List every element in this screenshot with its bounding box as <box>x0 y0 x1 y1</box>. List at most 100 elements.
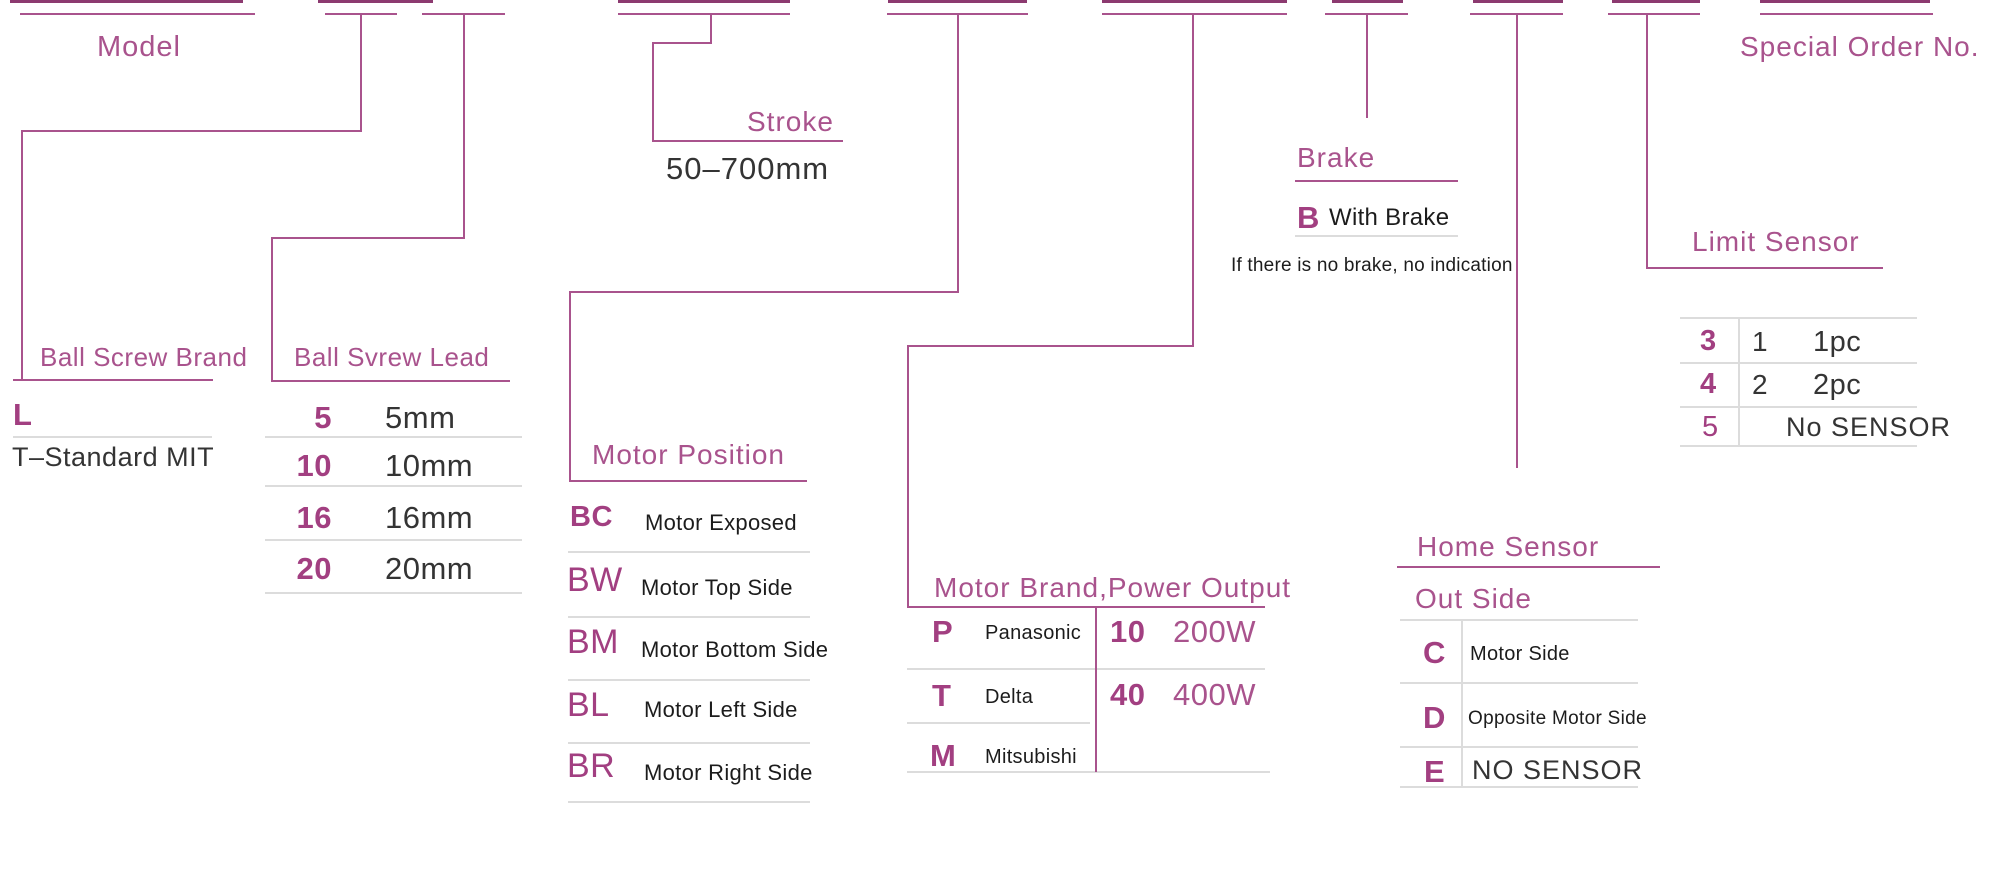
power-value: 400W <box>1173 677 1256 712</box>
brake-label: Brake <box>1297 142 1376 173</box>
divider <box>907 771 1270 773</box>
divider <box>907 722 1090 724</box>
motor-position-code: BM <box>567 623 619 661</box>
ball-screw-brand-underline <box>13 379 213 381</box>
divider <box>1400 682 1638 684</box>
connector-ball-screw-lead <box>463 13 465 239</box>
brake-code: B <box>1297 200 1320 235</box>
brand-code: M <box>930 738 957 773</box>
connector-ball-screw-brand <box>21 130 362 132</box>
connector-stroke <box>652 42 654 142</box>
home-sensor-desc: NO SENSOR <box>1472 755 1644 785</box>
motor-position-desc: Motor Left Side <box>644 697 798 722</box>
top-cropped-line <box>1760 0 1930 3</box>
home-sensor-underline <box>1397 566 1660 568</box>
top-cropped-line <box>1332 0 1403 3</box>
lead-code: 5 <box>314 400 332 435</box>
motor-position-desc: Motor Right Side <box>644 760 813 785</box>
divider <box>1680 445 1917 447</box>
connector-motor-position <box>957 13 959 293</box>
brand-code: T <box>932 678 952 713</box>
top-cropped-line <box>1473 0 1563 3</box>
stroke-range: 50–700mm <box>666 151 830 186</box>
brake-note: If there is no brake, no indication <box>1231 255 1513 276</box>
lead-code: 16 <box>296 500 332 535</box>
divider <box>1680 362 1917 364</box>
divider <box>1295 235 1458 237</box>
divider <box>1400 619 1638 621</box>
connector-ball-screw-lead <box>271 237 273 382</box>
brake-underline <box>1295 180 1458 182</box>
home-sensor-label: Home Sensor <box>1417 531 1600 562</box>
connector-ball-screw-brand <box>21 130 23 381</box>
motor-position-code: BC <box>570 501 613 533</box>
ball-screw-brand-code: L <box>13 397 33 432</box>
home-sensor-code: E <box>1424 754 1446 789</box>
motor-position-underline <box>569 480 807 482</box>
code-segment-special-order <box>1760 13 1933 15</box>
limit-desc: No SENSOR <box>1786 412 1952 442</box>
code-segment-limit-sensor <box>1608 13 1700 15</box>
top-cropped-line <box>318 0 433 3</box>
model-label: Model <box>97 31 181 63</box>
ball-screw-lead-underline <box>271 380 510 382</box>
column-divider <box>1461 619 1463 788</box>
limit-qty: 2 <box>1752 369 1769 400</box>
connector-motor-position <box>569 291 959 293</box>
limit-code: 4 <box>1700 368 1717 400</box>
motor-position-code: BW <box>567 561 623 599</box>
limit-desc: 2pc <box>1813 369 1862 401</box>
code-segment-stroke <box>618 13 790 15</box>
brand-name: Panasonic <box>985 622 1082 644</box>
divider <box>568 551 810 553</box>
power-column-divider <box>1095 606 1097 772</box>
top-cropped-line <box>1612 0 1700 3</box>
limit-code: 3 <box>1700 325 1717 357</box>
home-sensor-code: C <box>1423 635 1446 670</box>
stroke-label: Stroke <box>747 106 834 137</box>
power-code: 10 <box>1110 614 1146 649</box>
lead-value: 10mm <box>385 448 474 483</box>
connector-motor-brand-power <box>1192 13 1194 347</box>
connector-ball-screw-lead <box>271 237 465 239</box>
divider <box>568 616 810 618</box>
divider <box>568 679 810 681</box>
connector-brake <box>1366 13 1368 118</box>
motor-position-desc: Motor Exposed <box>645 510 797 535</box>
top-cropped-line <box>888 0 1027 3</box>
ball-screw-lead-label: Ball Svrew Lead <box>294 342 490 372</box>
motor-brand-power-label: Motor Brand,Power Output <box>934 572 1292 603</box>
lead-value: 16mm <box>385 500 474 535</box>
connector-motor-brand-power <box>907 345 909 608</box>
divider <box>265 485 522 487</box>
divider <box>1680 406 1917 408</box>
brand-name: Mitsubishi <box>985 746 1077 768</box>
ball-screw-brand-label: Ball Screw Brand <box>40 342 248 372</box>
top-cropped-line <box>10 0 243 3</box>
divider <box>907 668 1265 670</box>
home-sensor-sublabel: Out Side <box>1415 583 1532 614</box>
top-cropped-line <box>1102 0 1287 3</box>
power-code: 40 <box>1110 677 1146 712</box>
motor-position-desc: Motor Bottom Side <box>641 637 829 662</box>
lead-code: 20 <box>296 551 332 586</box>
brand-name: Delta <box>985 686 1034 708</box>
limit-sensor-label: Limit Sensor <box>1692 226 1860 257</box>
limit-desc: 1pc <box>1813 326 1862 358</box>
divider <box>265 592 522 594</box>
divider <box>568 801 810 803</box>
connector-motor-position <box>569 291 571 482</box>
connector-ball-screw-brand <box>360 13 362 132</box>
column-divider <box>1738 317 1740 447</box>
connector-stroke <box>652 42 712 44</box>
limit-sensor-underline <box>1647 267 1883 269</box>
home-sensor-desc: Opposite Motor Side <box>1468 708 1647 729</box>
brake-desc: With Brake <box>1329 204 1450 231</box>
code-segment-motor-brand-power <box>1102 13 1287 15</box>
divider <box>265 539 522 541</box>
stroke-underline <box>652 140 843 142</box>
divider <box>1400 786 1638 788</box>
special-order-label: Special Order No. <box>1740 31 1980 62</box>
code-segment-model <box>20 13 255 15</box>
